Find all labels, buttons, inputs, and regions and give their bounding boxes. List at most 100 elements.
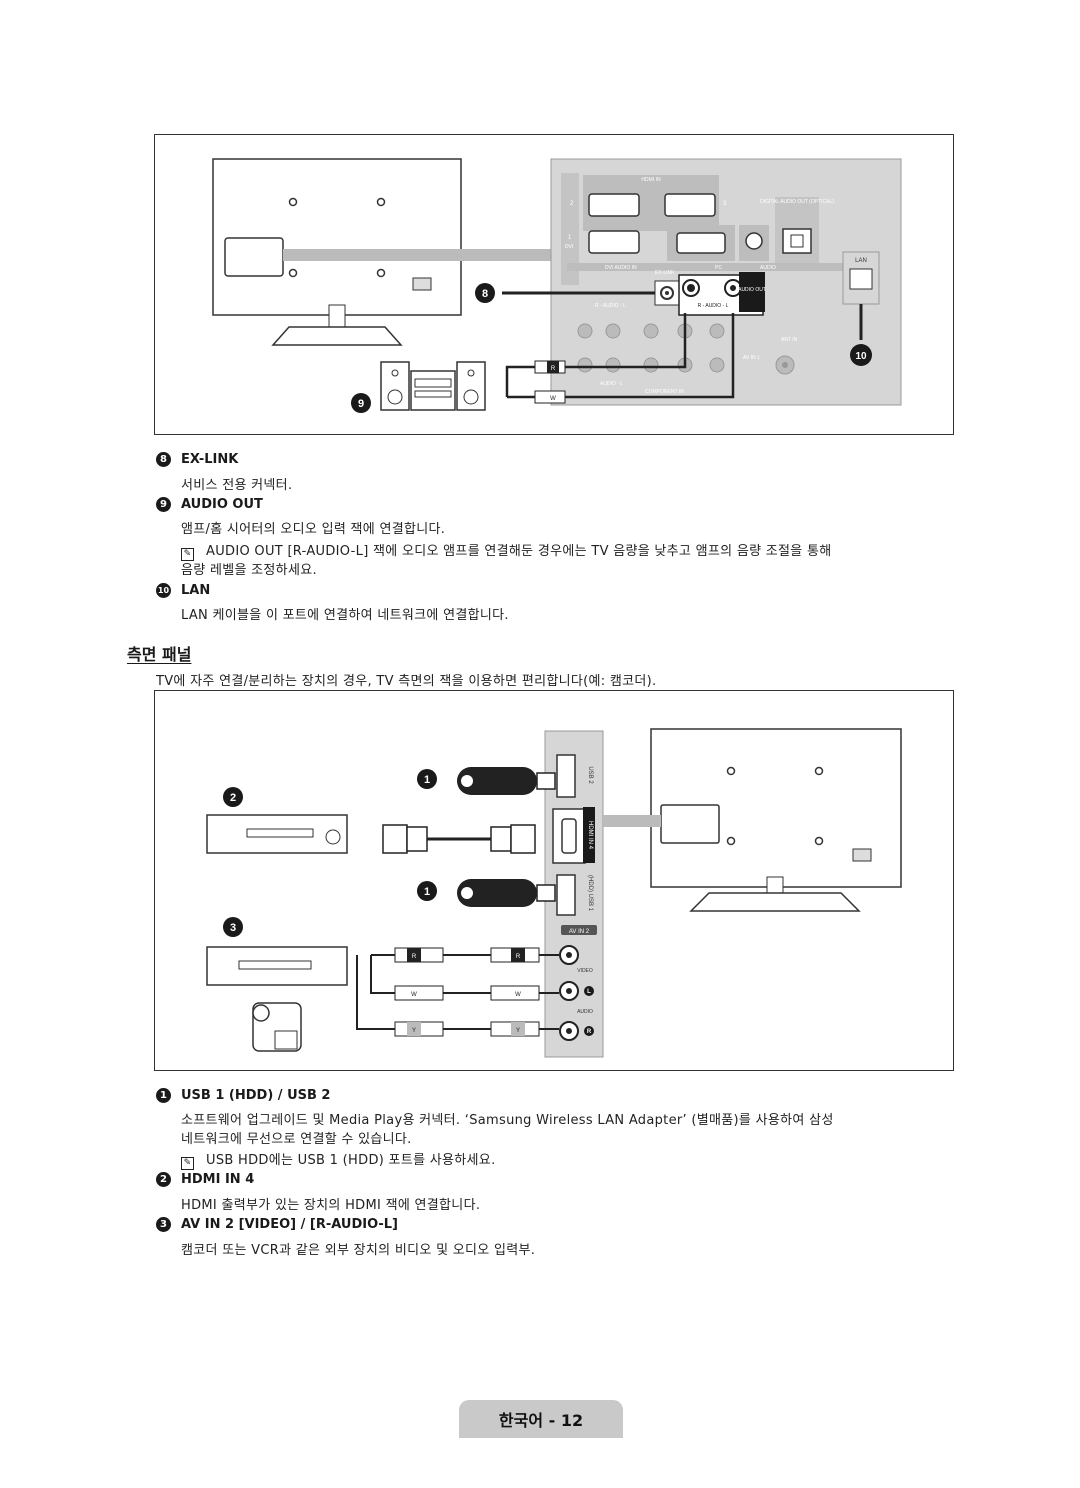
vcr-drawing (206, 946, 348, 986)
item-number-10: 10 (156, 583, 171, 598)
hdmi-in-4-label: HDMI IN 4 (587, 821, 593, 850)
rear-panel-figure: HDMI IN 2 3 1 DVI DIGITAL AUDIO OUT (OPT… (154, 134, 954, 435)
item-number-9: 9 (156, 497, 171, 512)
item-av-in-title: 3 AV IN 2 [VIDEO] / [R-AUDIO-L] (156, 1217, 398, 1232)
item-title-text: LAN (181, 583, 211, 598)
l-label: L (587, 989, 591, 995)
item-lan-desc: LAN 케이블을 이 포트에 연결하여 네트워크에 연결합니다. (181, 608, 509, 623)
item-number-3: 3 (156, 1217, 171, 1232)
item-number-1: 1 (156, 1088, 171, 1103)
item-ex-link-desc: 서비스 전용 커넥터. (181, 478, 293, 493)
av-cable-y-left-label: Y (412, 1028, 416, 1034)
lan-port: LAN (842, 251, 880, 340)
callout-1b: 1 (417, 881, 437, 901)
hdmi-device-drawing (206, 814, 348, 854)
item-audio-out-desc: 앰프/홈 시어터의 오디오 입력 잭에 연결합니다. (181, 522, 446, 537)
section-intro: TV에 자주 연결/분리하는 장치의 경우, TV 측면의 잭을 이용하면 편리… (156, 674, 657, 689)
item-hdmi-title: 2 HDMI IN 4 (156, 1172, 254, 1187)
ant-in-label: ANT IN (781, 337, 798, 343)
callout-3: 3 (223, 917, 243, 937)
av-plug-left-r: R (394, 947, 444, 963)
audio-out-note-line2: 음량 레벨을 조정하세요. (181, 563, 317, 578)
dvi-label: DVI (565, 244, 573, 250)
callout-1a: 1 (417, 769, 437, 789)
rca-plug-w: W (534, 390, 566, 404)
item-title-text: USB 1 (HDD) / USB 2 (181, 1088, 331, 1103)
rear-jack-panel: HDMI IN 2 3 1 DVI DIGITAL AUDIO OUT (OPT… (550, 158, 902, 406)
side-panel-illustration: USB 2 HDMI IN 4 (HDD) USB 1 AV IN 2 VIDE… (206, 728, 902, 1058)
note-icon: ✎ (181, 548, 194, 561)
usb-note: ✎ USB HDD에는 USB 1 (HDD) 포트를 사용하세요. (181, 1149, 496, 1170)
cable-w-label: W (550, 396, 556, 402)
svg-text:8: 8 (482, 288, 488, 300)
r-audio-l-label: R - AUDIO - L (698, 303, 729, 309)
usb2-label: USB 2 (587, 766, 593, 784)
av-cable-r-right-label: R (516, 954, 521, 960)
av-plug-left-y: Y (394, 1021, 444, 1037)
av-cable-y-right-label: Y (516, 1028, 520, 1034)
item-ex-link-title: 8 EX-LINK (156, 452, 238, 467)
port-2-label: 2 (570, 201, 574, 207)
svg-text:2: 2 (230, 792, 236, 804)
av-plug-left-w: W (394, 985, 444, 1001)
camcorder-drawing (252, 1002, 302, 1052)
audio-label: AUDIO (577, 1009, 593, 1015)
audio-system-drawing (380, 361, 486, 411)
note-text: USB HDD에는 USB 1 (HDD) 포트를 사용하세요. (206, 1153, 496, 1168)
item-av-in-desc: 캠코더 또는 VCR과 같은 외부 장치의 비디오 및 오디오 입력부. (181, 1243, 536, 1258)
callout-10: 10 (850, 344, 872, 366)
item-number-2: 2 (156, 1172, 171, 1187)
usb-stick-2 (457, 879, 556, 907)
tv-rear-drawing (212, 158, 462, 346)
item-number-8: 8 (156, 452, 171, 467)
usb-stick-1 (457, 767, 556, 795)
svg-text:1: 1 (424, 886, 430, 898)
item-usb-desc-line2: 네트워크에 무선으로 연결할 수 있습니다. (181, 1132, 412, 1147)
item-lan-title: 10 LAN (156, 583, 210, 598)
pc-label: PC (715, 265, 722, 271)
cable-r-label: R (551, 366, 556, 372)
item-title-text: AUDIO OUT (181, 497, 263, 512)
port-1-label: 1 (568, 235, 572, 241)
item-usb-desc-line1: 소프트웨어 업그레이드 및 Media Play용 커넥터. ‘Samsung … (181, 1113, 834, 1128)
dvi-r-audio-l-label: R - AUDIO - L (595, 303, 626, 309)
item-audio-out-title: 9 AUDIO OUT (156, 497, 263, 512)
video-label: VIDEO (577, 968, 593, 974)
av-in-1-label: AV IN 1 (743, 355, 760, 361)
svg-text:10: 10 (855, 351, 867, 362)
section-heading: 측면 패널 (127, 645, 192, 664)
component-in-label: COMPONENT IN (645, 389, 684, 395)
av-plug-right-r: R (490, 947, 540, 963)
audio-l-label: AUDIO - L (600, 381, 623, 387)
item-title-text: EX-LINK (181, 452, 239, 467)
item-title-text: AV IN 2 [VIDEO] / [R-AUDIO-L] (181, 1217, 398, 1232)
hdmi-in-label: HDMI IN (641, 177, 661, 183)
dvi-audio-in-label: DVI AUDIO IN (605, 265, 637, 271)
rear-panel-illustration: HDMI IN 2 3 1 DVI DIGITAL AUDIO OUT (OPT… (212, 158, 902, 413)
port-3-label: 3 (723, 201, 727, 207)
svg-text:9: 9 (358, 398, 364, 410)
av-plug-right-y: Y (490, 1021, 540, 1037)
audio-out-note: ✎ AUDIO OUT [R-AUDIO-L] 잭에 오디오 앰프를 연결해둔 경… (181, 540, 832, 561)
audio-out-label: AUDIO OUT (738, 287, 766, 293)
note-text-line1: AUDIO OUT [R-AUDIO-L] 잭에 오디오 앰프를 연결해둔 경우… (206, 544, 832, 559)
digital-audio-out-label: DIGITAL AUDIO OUT (OPTICAL) (760, 199, 834, 205)
item-hdmi-desc: HDMI 출력부가 있는 장치의 HDMI 잭에 연결합니다. (181, 1198, 481, 1213)
av-in-2-label: AV IN 2 (569, 929, 590, 935)
page-number-tab: 한국어 - 12 (459, 1400, 623, 1438)
av-plug-right-w: W (490, 985, 540, 1001)
r-label: R (587, 1029, 592, 1035)
callout-8: 8 (475, 283, 495, 303)
note-icon: ✎ (181, 1157, 194, 1170)
svg-text:1: 1 (424, 774, 430, 786)
lan-port-label: LAN (855, 258, 867, 264)
rca-plug-r: R (534, 360, 566, 374)
ex-link-label: EX-LINK (655, 270, 675, 276)
av-cable-r-left-label: R (412, 954, 417, 960)
usb1-label: (HDD) USB 1 (587, 875, 593, 912)
av-cable-w-left-label: W (411, 992, 417, 998)
callout-9: 9 (351, 393, 371, 413)
svg-text:3: 3 (230, 922, 236, 934)
audio-label: AUDIO (760, 265, 776, 271)
callout-2: 2 (223, 787, 243, 807)
